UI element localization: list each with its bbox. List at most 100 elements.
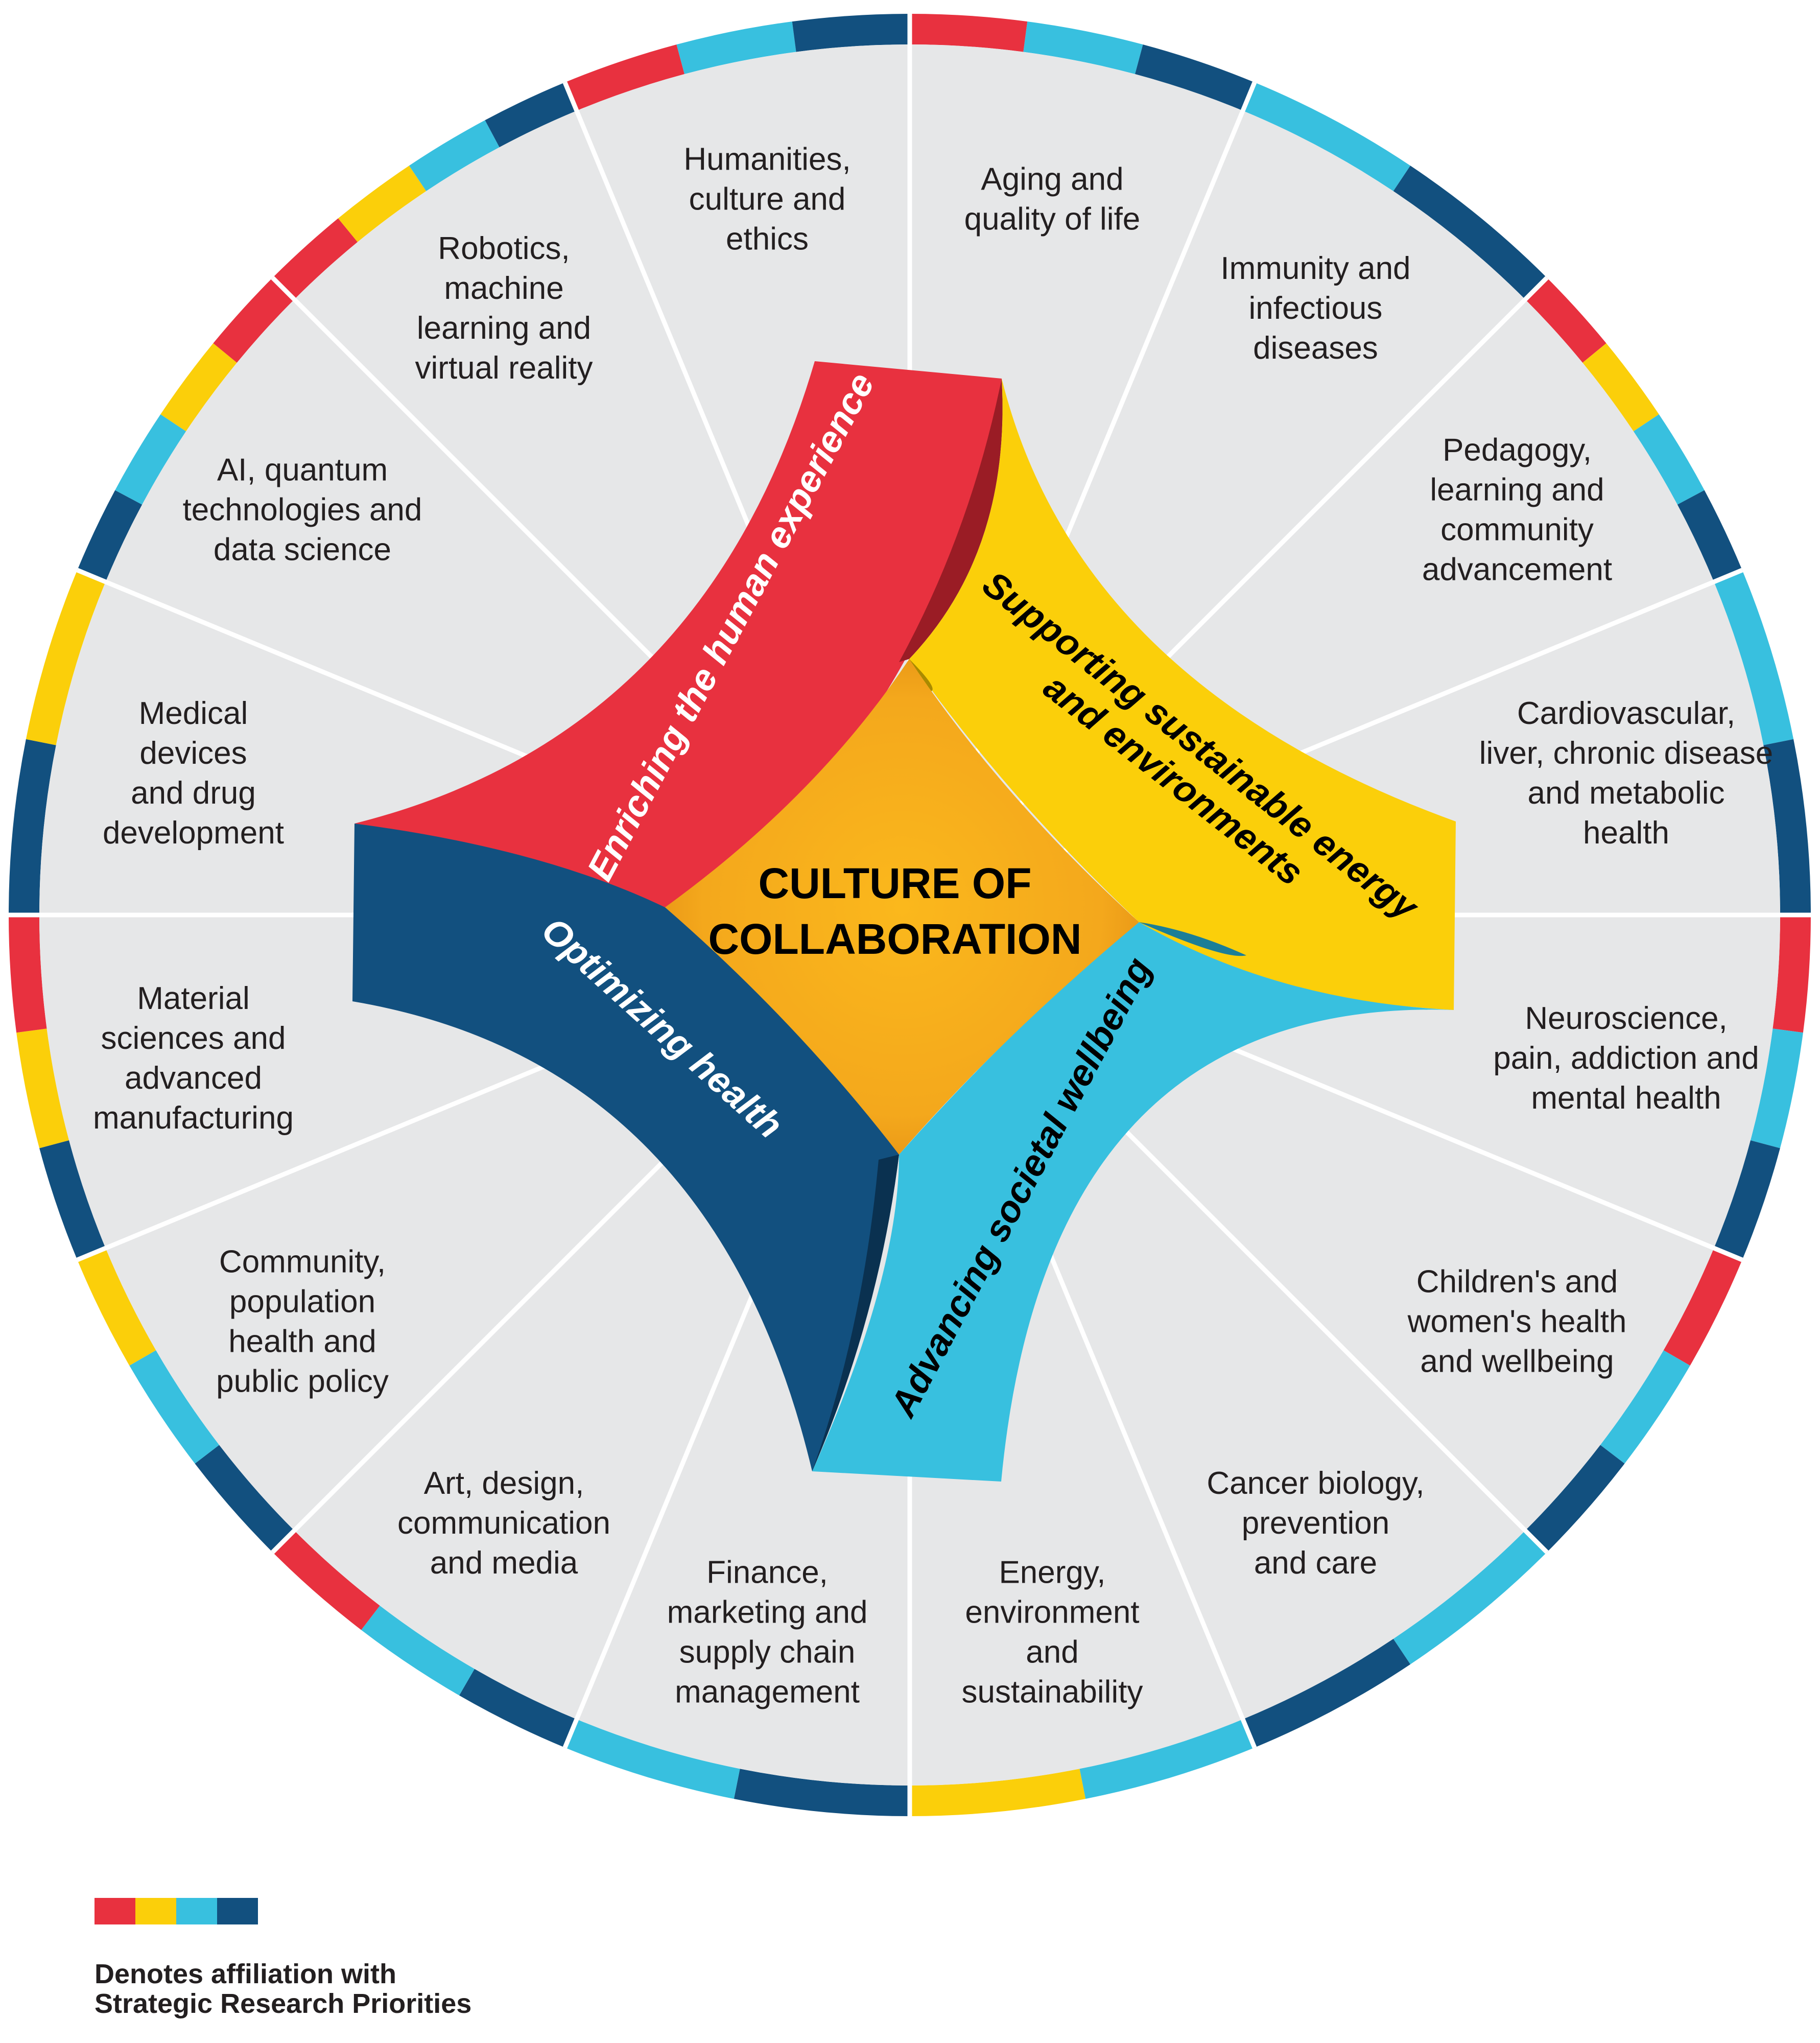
affiliation-segment-cyan xyxy=(564,1719,740,1799)
affiliation-segment-cyan xyxy=(1714,570,1794,745)
sector-label-line: marketing and xyxy=(667,1595,868,1630)
legend-caption-line1: Denotes affiliation with xyxy=(94,1959,397,1989)
affiliation-segment-yellow xyxy=(16,1028,69,1148)
priority-band-navy-shadow xyxy=(812,1155,899,1471)
sector-label-line: health and xyxy=(228,1324,376,1359)
sector-label-line: Cancer biology, xyxy=(1207,1466,1424,1501)
sector-label-line: virtual reality xyxy=(415,350,593,386)
affiliation-segment-cyan xyxy=(1633,414,1705,505)
sector-label-line: diseases xyxy=(1253,331,1378,366)
affiliation-segment-red xyxy=(272,1530,380,1630)
affiliation-segment-cyan xyxy=(409,120,500,192)
affiliation-segment-navy xyxy=(485,82,577,148)
sector-label: Pedagogy, learning and community advancemen… xyxy=(1422,433,1612,588)
sector-label: Humanities, culture and ethics xyxy=(683,142,850,256)
sector-label-line: Humanities, xyxy=(683,142,850,177)
sector-label-line: pain, addiction and xyxy=(1493,1041,1759,1076)
sector-label-line: communication xyxy=(397,1506,610,1541)
sector-label-line: Art, design, xyxy=(424,1466,584,1501)
affiliation-segment-yellow xyxy=(77,1248,156,1366)
sector-label-line: environment xyxy=(965,1595,1139,1630)
sector-label: Energy, environment and sustainability xyxy=(961,1555,1143,1710)
sector-label-line: AI, quantum xyxy=(217,453,388,488)
sector-label-line: and drug xyxy=(131,776,256,811)
sector-label-line: mental health xyxy=(1531,1081,1721,1116)
affiliation-segment-navy xyxy=(734,1769,910,1816)
priority-band-yellow xyxy=(909,379,1456,1010)
legend-swatches xyxy=(94,1898,656,1924)
affiliation-segment-navy xyxy=(9,739,56,915)
sector-label-line: and media xyxy=(430,1545,578,1581)
sector-label-line: quality of life xyxy=(964,201,1141,237)
affiliation-segment-cyan xyxy=(361,1605,475,1696)
affiliation-segment-red xyxy=(564,44,684,111)
sector-label-line: Pedagogy, xyxy=(1443,433,1592,468)
affiliation-segment-navy xyxy=(792,14,910,52)
sector-label-line: manufacturing xyxy=(93,1100,294,1136)
affiliation-segment-navy xyxy=(1525,1445,1625,1553)
affiliation-segment-red xyxy=(910,14,1028,52)
strategic-priorities-star xyxy=(352,361,1456,1482)
sector-label-line: liver, chronic disease xyxy=(1479,736,1774,771)
sector-label-line: supply chain xyxy=(679,1635,856,1670)
affiliation-ring xyxy=(9,14,1811,1816)
sector-label-line: Energy, xyxy=(999,1555,1105,1590)
affiliation-segment-navy xyxy=(1763,739,1811,915)
sector-label-line: sustainability xyxy=(961,1675,1143,1710)
sector-label-line: women's health xyxy=(1407,1304,1627,1339)
affiliation-segment-yellow xyxy=(910,1769,1086,1816)
sector-label-line: sciences and xyxy=(101,1021,286,1056)
sector-label: Art, design, communication and media xyxy=(397,1466,610,1581)
affiliation-segment-cyan xyxy=(129,1350,220,1464)
sector-label-line: public policy xyxy=(216,1364,389,1399)
affiliation-segment-navy xyxy=(1714,1140,1780,1260)
sector-label-line: Cardiovascular, xyxy=(1517,696,1735,731)
priority-band-red xyxy=(354,361,1002,907)
sector-label-line: ethics xyxy=(726,221,809,256)
sector-label-line: community xyxy=(1440,512,1594,548)
sector-label-line: Community, xyxy=(219,1244,386,1279)
affiliation-segment-navy xyxy=(39,1140,106,1260)
affiliation-segment-yellow xyxy=(26,570,106,745)
priority-band-red-shadow xyxy=(899,379,1003,662)
affiliation-segment-red xyxy=(213,277,295,363)
sector-label-line: devices xyxy=(139,736,247,771)
priority-band-cyan xyxy=(812,922,1454,1482)
affiliation-segment-yellow xyxy=(160,343,237,432)
center-core xyxy=(665,659,1139,1155)
sector-label-line: culture and xyxy=(689,181,846,217)
affiliation-segment-cyan xyxy=(676,21,796,75)
sector-label-line: advanced xyxy=(125,1061,262,1096)
sector-label-line: development xyxy=(103,815,284,851)
sector-label-line: advancement xyxy=(1422,552,1612,588)
affiliation-segment-yellow xyxy=(338,166,427,242)
legend: Denotes affiliation with Strategic Resea… xyxy=(94,1898,656,2018)
affiliation-segment-navy xyxy=(1135,44,1255,111)
sector-label-line: and xyxy=(1026,1635,1078,1670)
affiliation-segment-navy xyxy=(195,1445,295,1553)
legend-swatch-red xyxy=(94,1898,135,1924)
affiliation-segment-red xyxy=(1772,915,1811,1033)
sector-label-line: learning and xyxy=(1430,473,1604,508)
legend-swatch-yellow xyxy=(135,1898,176,1924)
priority-band-cyan-shadow xyxy=(1139,922,1246,956)
affiliation-segment-cyan xyxy=(115,414,186,505)
affiliation-segment-red xyxy=(1525,277,1606,363)
legend-caption: Denotes affiliation with Strategic Resea… xyxy=(94,1959,656,2018)
sector-label-line: prevention xyxy=(1242,1506,1390,1541)
sector-label: Neuroscience, pain, addiction and mental h… xyxy=(1493,1001,1759,1116)
sector-label-line: learning and xyxy=(417,311,591,346)
center-title-line1: CULTURE OF xyxy=(758,859,1031,907)
sector-label-line: Immunity and xyxy=(1220,251,1410,286)
sector-label-line: Neuroscience, xyxy=(1525,1001,1727,1036)
sector-label-line: Robotics, xyxy=(438,231,570,266)
